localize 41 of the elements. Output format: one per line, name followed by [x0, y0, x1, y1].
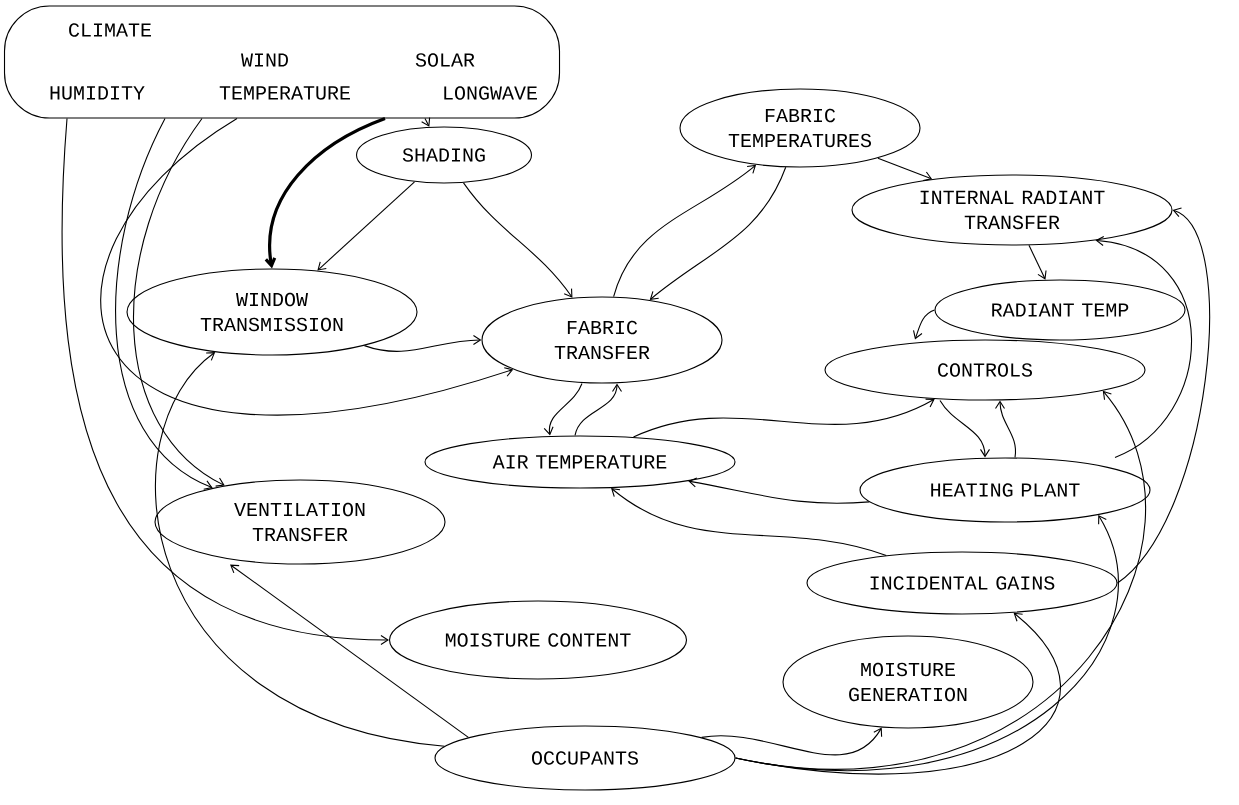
ellipse-node: VENTILATION TRANSFER — [154, 479, 446, 565]
arrow — [363, 334, 482, 352]
ellipse-node: FABRIC TEMPERATURES — [679, 88, 921, 168]
arrow — [574, 383, 623, 436]
arrow — [154, 352, 446, 747]
arrow — [1095, 235, 1193, 458]
arrow — [649, 166, 787, 300]
arrow — [912, 309, 935, 340]
ellipse-node: MOISTURE CONTENT — [388, 600, 688, 680]
ellipse-node: CONTROLS — [824, 339, 1146, 401]
ellipse-node: SHADING — [355, 126, 533, 184]
ellipse-node: HEATING PLANT — [859, 457, 1151, 523]
arrow — [462, 182, 573, 298]
rounded-box: CLIMATE WIND SOLAR HUMIDITY TEMPERATURE LONGWAVE — [3, 5, 561, 119]
arrow — [133, 118, 225, 487]
ellipse-node: INTERNAL RADIANT TRANSFER — [851, 174, 1173, 246]
arrow — [613, 164, 757, 298]
arrow — [632, 398, 935, 438]
ellipse-node: RADIANT TEMP — [934, 279, 1186, 341]
arrow — [1028, 244, 1047, 280]
ellipse-node: OCCUPANTS — [434, 725, 736, 791]
ellipse-node: FABRIC TRANSFER — [481, 296, 723, 384]
arrow — [543, 383, 583, 436]
ellipse-node: MOISTURE GENERATION — [782, 635, 1034, 729]
arrow — [230, 564, 469, 738]
arrow — [701, 727, 883, 756]
arrow — [688, 477, 870, 504]
arrow — [611, 488, 887, 556]
arrow — [421, 117, 431, 127]
arrow — [101, 118, 514, 415]
arrow — [1117, 207, 1210, 584]
ellipse-node: INCIDENTAL GAINS — [806, 551, 1118, 615]
arrow — [994, 400, 1017, 458]
arrow — [62, 118, 389, 646]
arrow — [939, 400, 991, 458]
ellipse-node: WINDOW TRANSMISSION — [126, 268, 418, 356]
arrow — [317, 181, 416, 271]
ellipse-node: AIR TEMPERATURE — [424, 435, 736, 489]
arrow — [115, 118, 213, 490]
arrow — [877, 157, 933, 181]
arrow — [735, 390, 1146, 770]
